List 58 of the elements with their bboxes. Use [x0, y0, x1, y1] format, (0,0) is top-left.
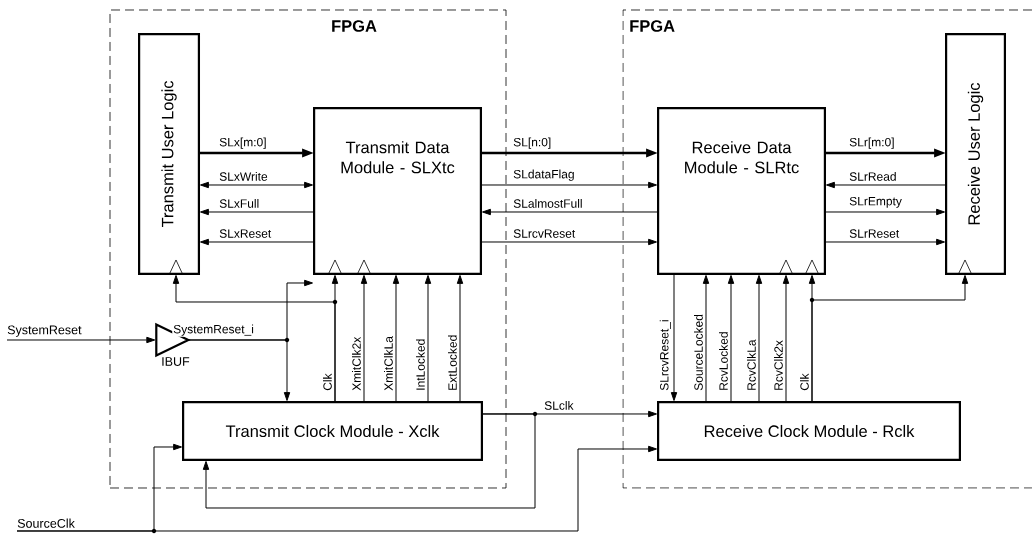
signal-arrow	[782, 275, 790, 403]
edge-label: SLdataFlag	[513, 169, 574, 181]
logic-block: Receive User Logic	[945, 33, 1006, 275]
edge-label: SL[n:0]	[513, 137, 551, 149]
module-box: Receive Data Module - SLRtc	[657, 107, 826, 275]
signal-arrow	[6, 336, 156, 344]
edge-label: SLclk	[544, 401, 574, 410]
signal-arrow	[200, 181, 313, 189]
edge-label: IntLocked	[416, 339, 425, 390]
edge-label: Clk	[800, 373, 809, 391]
signal-arrow	[755, 275, 763, 403]
module-box: Transmit Clock Module - Xclk	[182, 400, 483, 461]
edge-label: Clk	[323, 373, 332, 391]
edge-label: SLrReset	[849, 229, 900, 238]
edge-label: ExtLocked	[448, 335, 457, 390]
signal-arrow	[456, 275, 464, 403]
logic-block: Transmit User Logic	[138, 33, 200, 275]
edge-label: SystemReset_i	[173, 324, 254, 336]
module-box: Transmit Data Module - SLXtc	[313, 107, 482, 275]
signal-arrow	[670, 273, 678, 401]
signal-arrow	[200, 238, 315, 246]
signal-arrow	[424, 275, 432, 403]
signal-arrow	[824, 208, 945, 216]
edge-label: XmitClk2x	[352, 336, 361, 391]
signal-arrow	[824, 238, 945, 246]
edge-label: SLr[m:0]	[849, 137, 894, 149]
edge-label: SLxReset	[219, 229, 272, 238]
edge-label: SLrRead	[849, 172, 896, 181]
signal-arrow	[172, 275, 336, 403]
edge-label: SLalmostFull	[513, 199, 582, 208]
edge-label: RcvClkLa	[747, 339, 756, 390]
signal-arrow	[392, 275, 400, 403]
edge-label: SLxFull	[219, 199, 259, 208]
signal-arrow	[200, 208, 315, 216]
signal-arrow	[187, 279, 313, 341]
edge-label: SourceLocked	[694, 314, 703, 391]
buffer-caption: IBUF	[162, 357, 190, 366]
edge-label: SLrcvReset_i	[659, 320, 671, 391]
signal-arrow	[482, 208, 659, 216]
signal-arrow	[480, 238, 657, 246]
signal-arrow	[826, 181, 947, 189]
edge-label: SLxWrite	[219, 172, 268, 181]
edge-label: SLrcvReset	[513, 229, 576, 238]
signal-arrow	[16, 445, 657, 532]
signal-name: SystemReset	[7, 325, 82, 337]
edge-label: XmitClkLa	[384, 336, 393, 391]
edge-label: SLrEmpty	[849, 196, 902, 208]
signal-arrow	[202, 413, 536, 509]
signal-arrow	[360, 275, 368, 403]
signal-arrow	[727, 275, 735, 403]
signal-name: SourceClk	[17, 518, 75, 528]
edge-label: RcvClk2x	[774, 340, 783, 390]
signal-arrow	[811, 275, 969, 403]
edge-label: RcvLocked	[719, 332, 728, 390]
signal-arrow	[702, 275, 710, 403]
signal-arrow	[480, 181, 657, 189]
edge-label: SLx[m:0]	[219, 137, 266, 149]
module-box: Receive Clock Module - Rclk	[657, 400, 961, 461]
